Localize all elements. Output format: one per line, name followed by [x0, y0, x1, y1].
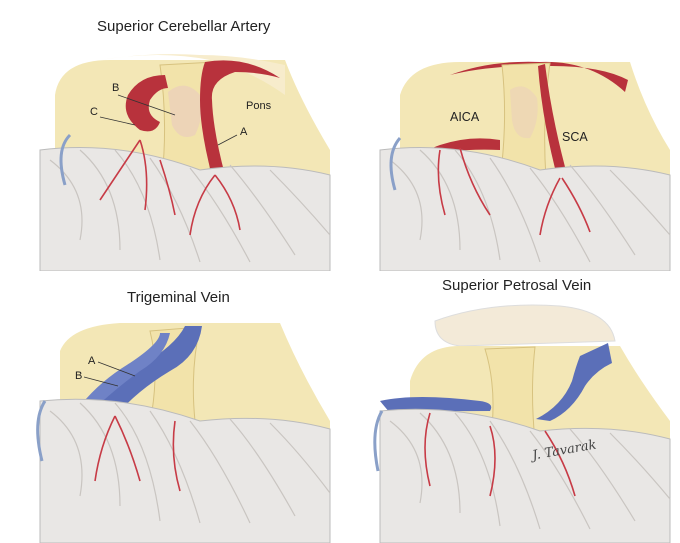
label-pons: Pons: [246, 100, 272, 112]
tentorium: [434, 304, 616, 347]
small-vein: [389, 137, 402, 191]
petrosal-vein: [536, 343, 612, 421]
panel-superior-cerebellar-artery: Superior Cerebellar Artery B C Pons A: [0, 0, 340, 271]
illustration-superior-petrosal-vein: [373, 304, 671, 543]
leader-c: [99, 116, 136, 126]
artery-sca: [538, 64, 568, 180]
small-arteries: [99, 139, 241, 236]
illustration-trigeminal-vein: [36, 323, 331, 543]
small-arteries: [437, 147, 591, 236]
folia-lines: [49, 402, 331, 524]
panel-title: Trigeminal Vein: [127, 289, 230, 306]
panel-trigeminal-vein: Trigeminal Vein A B: [0, 271, 340, 543]
panel-title: Superior Petrosal Vein: [442, 277, 592, 294]
illustration-sca: [39, 54, 331, 271]
folia-lines: [389, 412, 671, 530]
cerebellum: [39, 147, 331, 271]
small-vein: [36, 400, 47, 462]
small-arteries: [424, 412, 576, 497]
artery-a: [200, 60, 280, 176]
leader-b: [117, 94, 176, 116]
panel-superior-petrosal-vein: Superior Petrosal Vein J. Tavarak: [340, 271, 680, 543]
label-a: A: [88, 355, 96, 367]
leader-a: [97, 361, 136, 377]
compression-zone: [168, 85, 202, 138]
cerebellum: [39, 398, 331, 543]
compression-zone: [510, 86, 538, 139]
folia-lines: [389, 149, 671, 263]
cerebellum: [379, 147, 671, 271]
artery-loop-bc: [125, 75, 168, 132]
label-c: C: [90, 106, 98, 118]
panel-aica-sca: AICA SCA: [340, 0, 680, 271]
cerebellum: [379, 408, 671, 543]
label-b: B: [75, 370, 83, 382]
leader-a: [217, 134, 238, 146]
small-vein: [373, 410, 384, 472]
label-sca: SCA: [562, 130, 588, 144]
leader-b: [83, 376, 119, 387]
small-vein: [59, 133, 72, 186]
illustration-aica-sca: [379, 61, 671, 271]
label-aica: AICA: [450, 110, 480, 124]
folia-lines: [49, 149, 331, 263]
panel-title: Superior Cerebellar Artery: [97, 18, 271, 35]
label-a: A: [240, 126, 248, 138]
vein-a: [92, 326, 202, 421]
small-arteries: [94, 415, 181, 492]
label-b: B: [112, 82, 120, 94]
